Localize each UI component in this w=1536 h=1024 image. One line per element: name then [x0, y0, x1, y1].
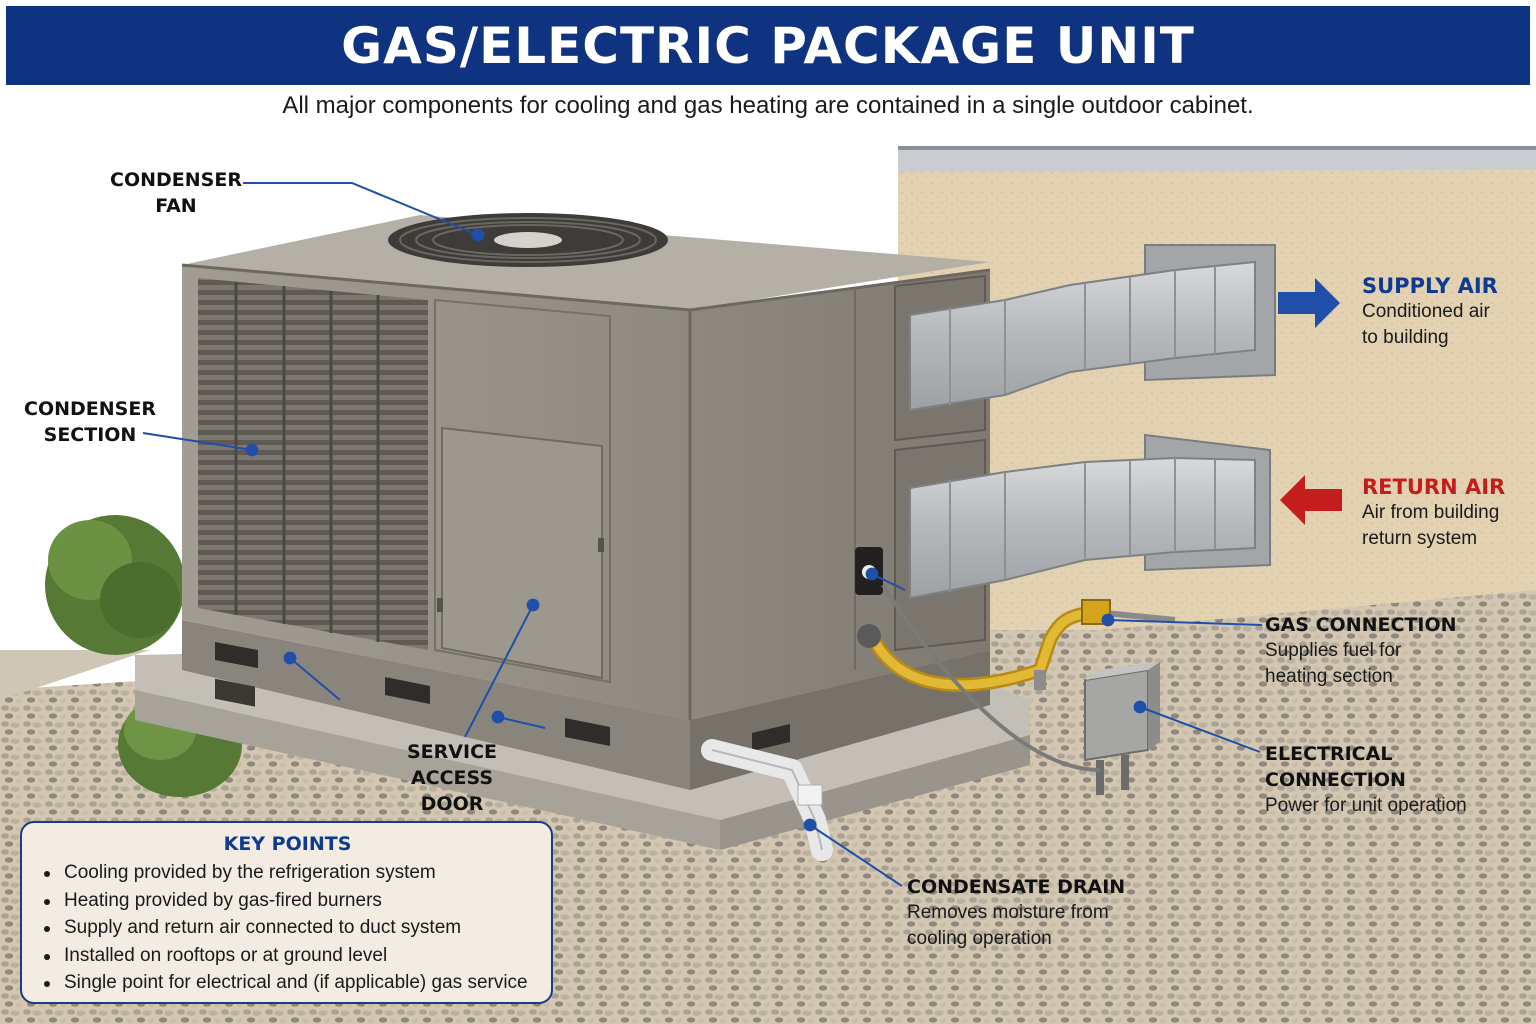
callout-electrical-connection-line1: Power for unit operation	[1265, 795, 1467, 816]
callout-return-air: RETURN AIR Air from building return syst…	[1362, 474, 1532, 552]
list-item: Cooling provided by the refrigeration sy…	[42, 859, 533, 887]
electrical-disconnect-box	[881, 583, 1160, 795]
leader-service-door	[464, 598, 540, 738]
list-item: Supply and return air connected to duct …	[42, 914, 533, 942]
leader-gas-connection	[1101, 613, 1263, 627]
callout-electrical-connection-title: ELECTRICAL CONNECTION	[1265, 743, 1406, 791]
leader-condenser-fan	[243, 182, 485, 242]
callout-supply-air-title: SUPPLY AIR	[1362, 274, 1498, 298]
callout-supply-air-line1: Conditioned air	[1362, 301, 1490, 322]
leader-base	[283, 651, 341, 701]
shrub-left	[45, 515, 185, 655]
leader-condensate-drain	[803, 818, 903, 887]
title-bar: GAS/ELECTRIC PACKAGE UNIT	[6, 6, 1530, 85]
condenser-louvers	[198, 278, 428, 650]
gas-pipe	[857, 599, 1176, 692]
page-subtitle: All major components for cooling and gas…	[282, 92, 1254, 119]
callout-electrical-connection: ELECTRICAL CONNECTION Power for unit ope…	[1265, 741, 1533, 819]
callout-condenser-section-line2: SECTION	[43, 424, 137, 446]
callout-condenser-section: CONDENSER SECTION	[20, 396, 160, 448]
callout-return-air-title: RETURN AIR	[1362, 475, 1506, 499]
callout-service-door-line3: DOOR	[420, 793, 484, 815]
lawn-edge	[0, 650, 150, 700]
callout-service-door-line2: ACCESS	[410, 767, 494, 789]
callout-condensate-drain-line1: Removes moisture from	[907, 902, 1109, 923]
service-door	[441, 426, 603, 680]
callout-supply-air: SUPPLY AIR Conditioned air to building	[1362, 273, 1532, 351]
callout-supply-air-line2: to building	[1362, 327, 1449, 348]
list-item: Installed on rooftops or at ground level	[42, 942, 533, 970]
key-points-list: Cooling provided by the refrigeration sy…	[42, 859, 533, 997]
supply-arrow	[1278, 278, 1340, 328]
callout-condensate-drain: CONDENSATE DRAIN Removes moisture from c…	[907, 874, 1167, 952]
callout-service-access-door: SERVICE ACCESS DOOR	[392, 739, 512, 817]
callout-condenser-fan: CONDENSER FAN	[106, 167, 246, 219]
page-title: GAS/ELECTRIC PACKAGE UNIT	[341, 16, 1195, 75]
supply-duct	[909, 244, 1276, 412]
callout-return-air-line2: return system	[1362, 528, 1478, 549]
key-points-title: KEY POINTS	[223, 833, 352, 855]
callout-condenser-fan-line1: CONDENSER	[110, 169, 242, 191]
base-rail	[182, 620, 690, 790]
callout-gas-connection-line2: heating section	[1265, 666, 1393, 687]
callout-service-door-line1: SERVICE	[407, 741, 497, 763]
callout-condenser-section-line1: CONDENSER	[24, 398, 156, 420]
callout-gas-connection-line1: Supplies fuel for	[1265, 640, 1402, 661]
leader-electrical-connection	[1133, 700, 1261, 753]
list-item: Heating provided by gas-fired burners	[42, 887, 533, 915]
list-item: Single point for electrical and (if appl…	[42, 969, 533, 997]
leader-electrical-inlet	[865, 567, 906, 591]
condenser-fan	[388, 213, 668, 267]
callout-gas-connection-title: GAS CONNECTION	[1265, 614, 1457, 636]
callout-return-air-line1: Air from building	[1362, 502, 1500, 523]
leader-base-2	[491, 710, 546, 729]
return-arrow	[1280, 475, 1342, 525]
leader-condenser-section	[142, 432, 259, 457]
callout-gas-connection: GAS CONNECTION Supplies fuel for heating…	[1265, 612, 1525, 690]
callout-condenser-fan-line2: FAN	[155, 195, 197, 217]
roof-edge	[898, 150, 1536, 172]
callout-condensate-drain-line2: cooling operation	[907, 928, 1052, 949]
callout-condensate-drain-title: CONDENSATE DRAIN	[907, 876, 1126, 898]
key-points-box: KEY POINTS Cooling provided by the refri…	[20, 821, 553, 1004]
return-duct	[909, 433, 1271, 600]
gas-valve	[1081, 599, 1111, 625]
